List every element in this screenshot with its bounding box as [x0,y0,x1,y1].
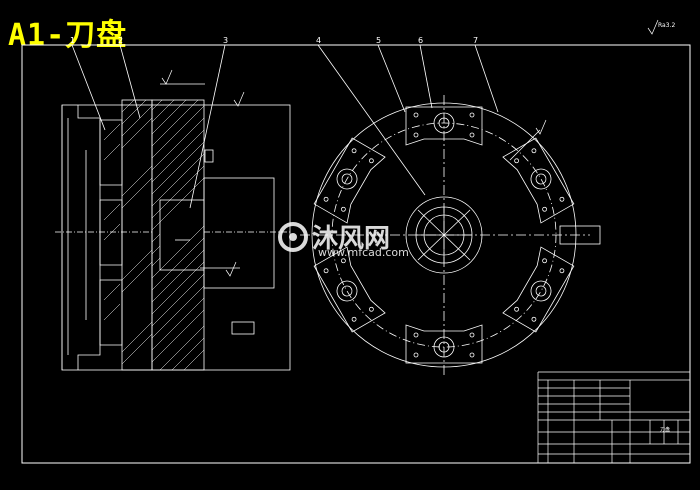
tool-holders [313,106,575,364]
callout-2: 2 [118,36,124,45]
section-view [55,44,291,371]
callout-3: 3 [223,36,229,45]
roughness-symbols [160,19,659,277]
watermark-logo-icon [278,222,308,252]
drawing-title: A1-刀盘 [8,18,128,53]
front-view [300,44,601,375]
callout-7: 7 [473,36,479,45]
watermark-main: 沐风网 [312,224,391,254]
title-block [537,371,691,464]
callout-5: 5 [376,36,382,45]
callout-4: 4 [316,36,322,45]
callout-1: 1 [70,36,76,45]
roughness-label: Ra3.2 [658,22,676,29]
watermark-url: www.mfcad.com [318,246,409,259]
section-hatch [103,99,205,371]
callout-6: 6 [418,36,424,45]
sheet-border [21,44,691,464]
title-block-name: 刀盘 [660,427,671,433]
